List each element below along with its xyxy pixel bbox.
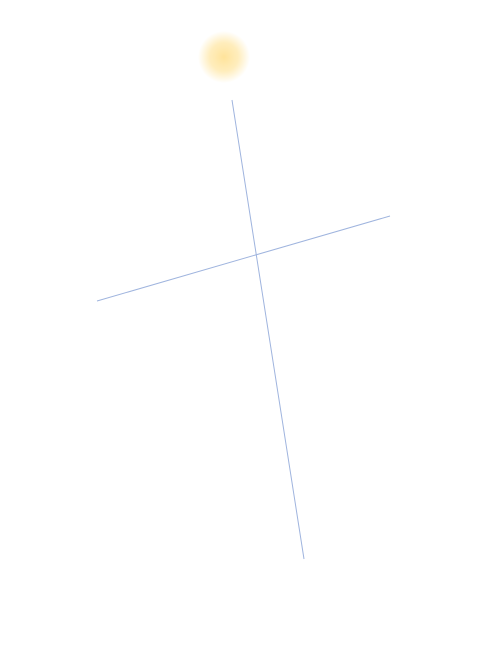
cross-horizontal-beam [96, 215, 391, 302]
sun-glow-icon [198, 31, 250, 83]
cross-vertical-beam [231, 99, 305, 560]
